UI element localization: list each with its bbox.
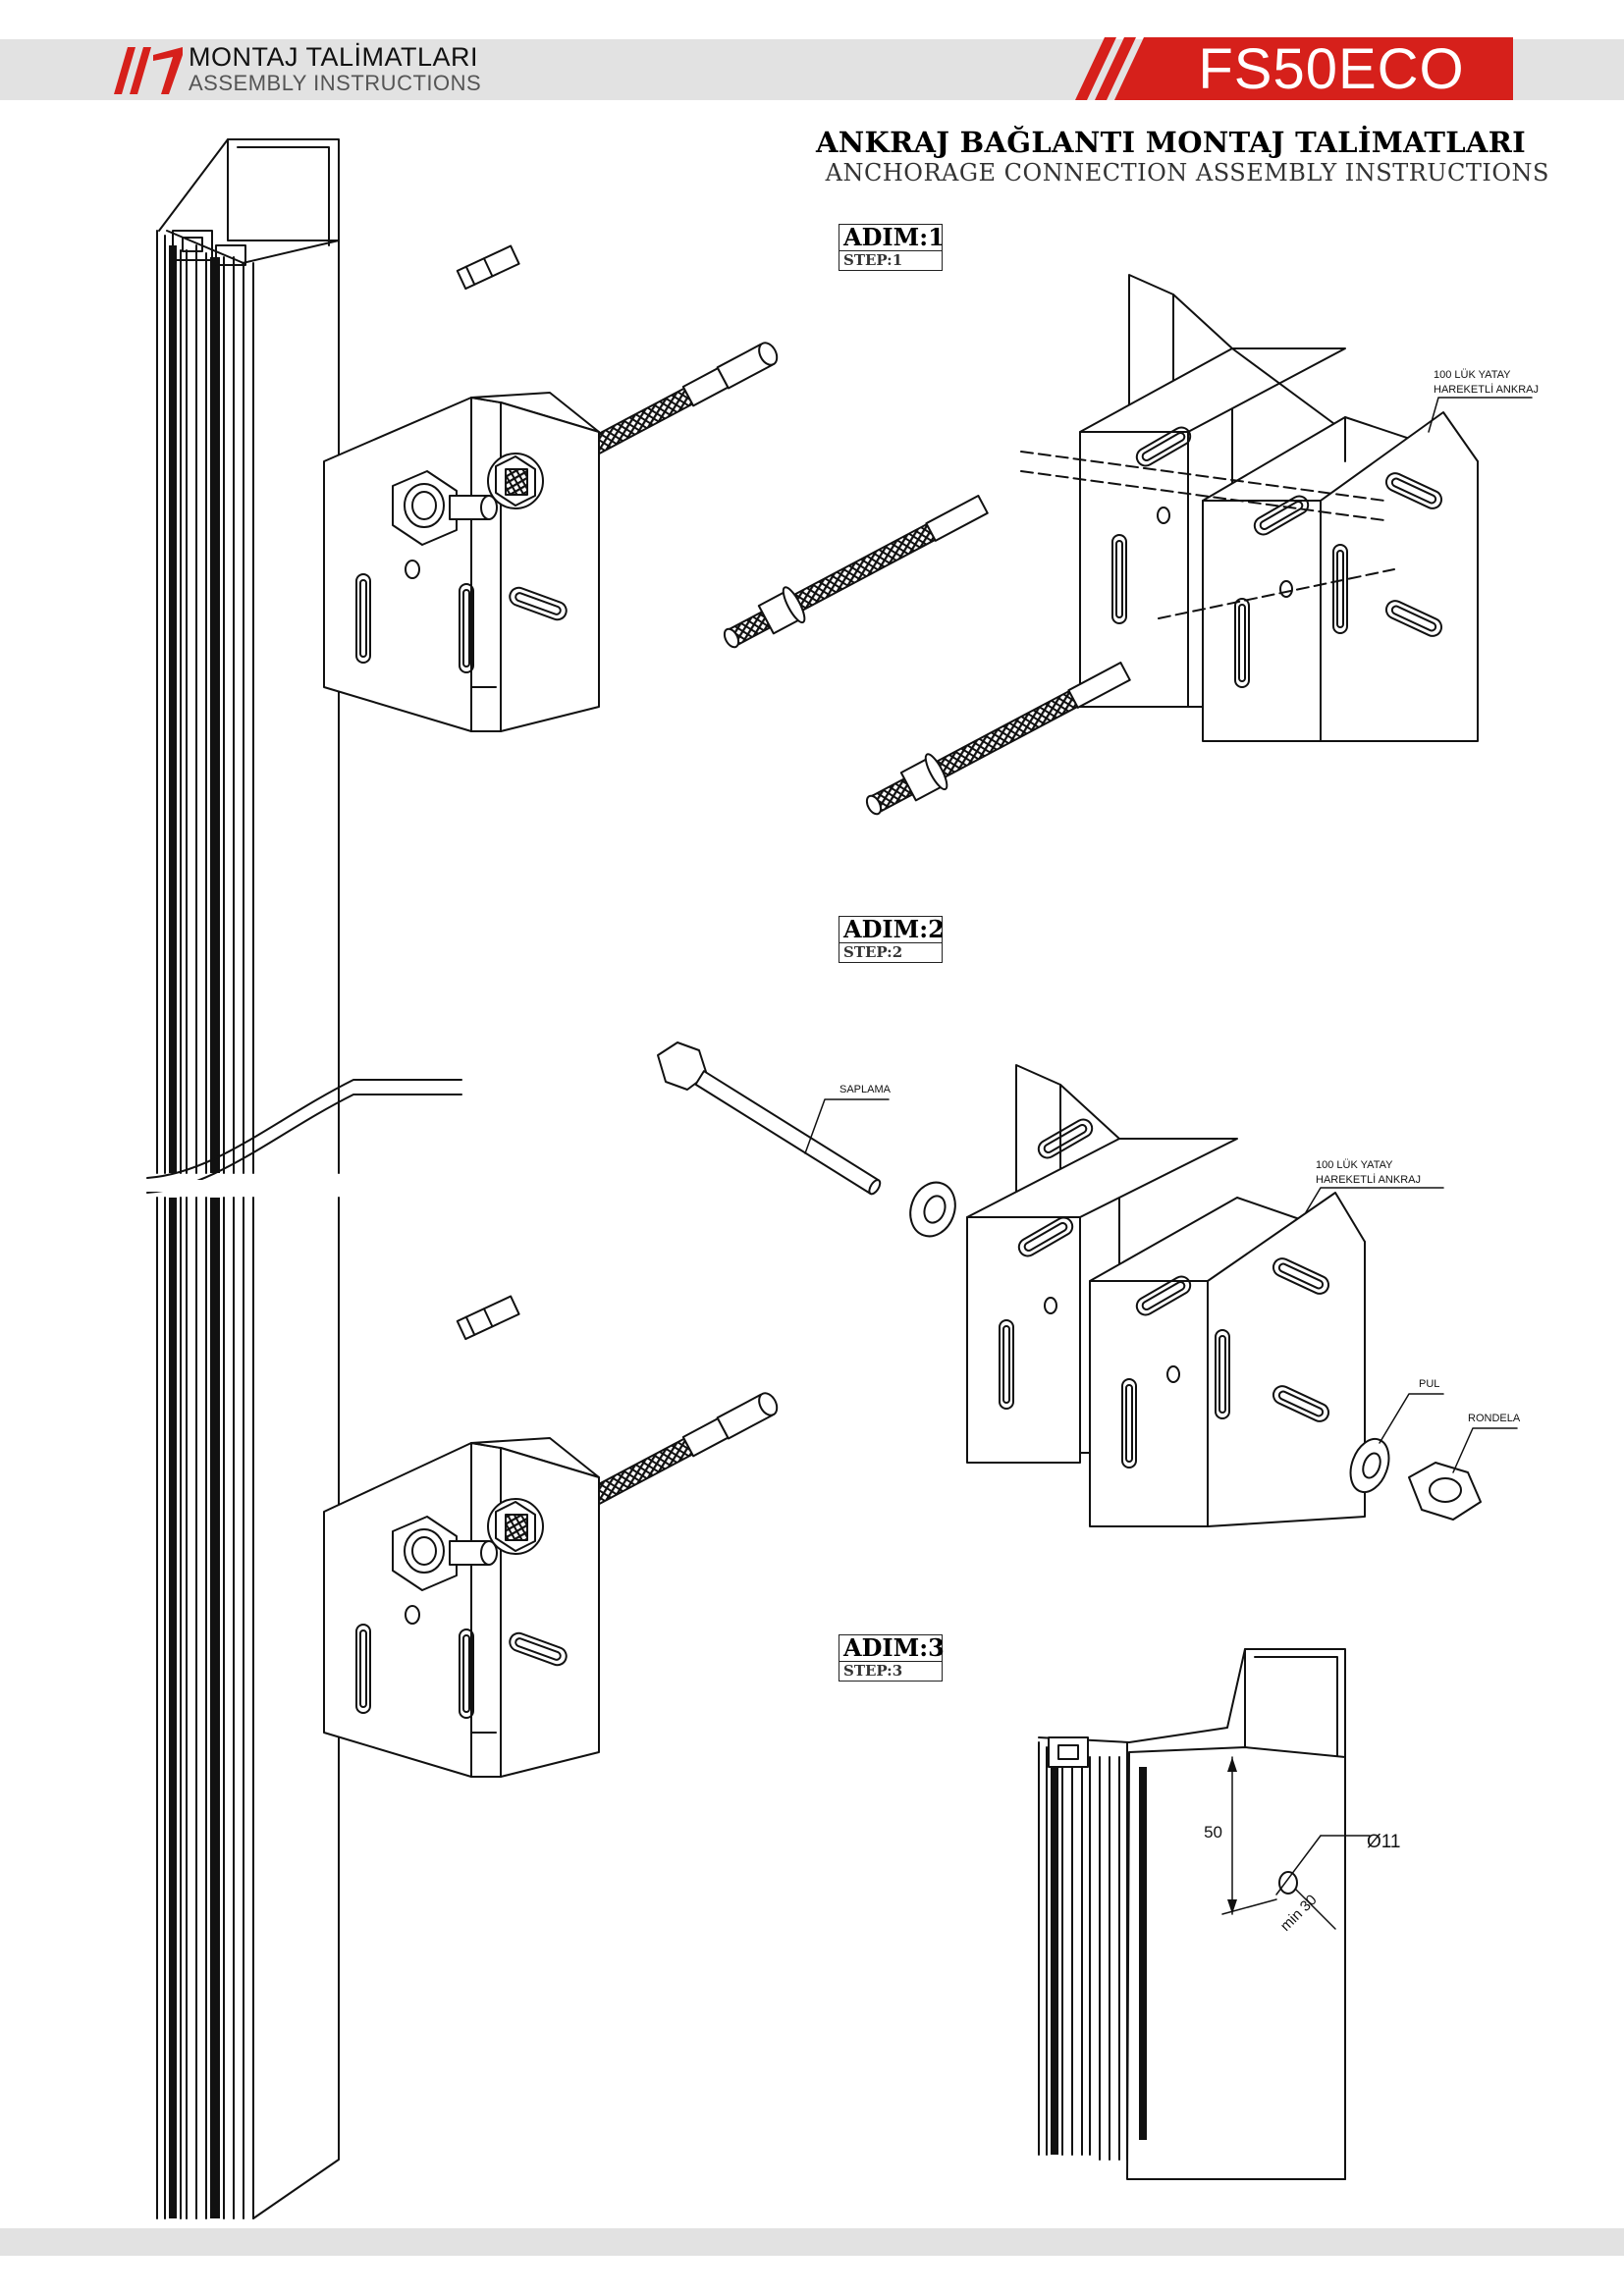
- document-subtitle: ANCHORAGE CONNECTION ASSEMBLY INSTRUCTIO…: [825, 159, 1549, 187]
- stud-label: SAPLAMA: [839, 1084, 892, 1095]
- washer-label: PUL: [1419, 1378, 1439, 1390]
- header-subtitle: ASSEMBLY INSTRUCTIONS: [189, 71, 482, 95]
- step-1-box: ADIM:1 STEP:1: [839, 224, 945, 271]
- anchor-label-line2-s1: HAREKETLİ ANKRAJ: [1434, 383, 1539, 396]
- document-title: ANKRAJ BAĞLANTI MONTAJ TALİMATLARI: [815, 126, 1526, 159]
- step-2-label-en: STEP:2: [843, 943, 903, 961]
- anchor-label-line1-s1: 100 LÜK YATAY: [1434, 369, 1511, 381]
- header-title: MONTAJ TALİMATLARI: [189, 42, 479, 72]
- step-3-label-en: STEP:3: [843, 1662, 903, 1680]
- nut-label: RONDELA: [1468, 1413, 1521, 1424]
- step-2-box: ADIM:2 STEP:2: [839, 916, 945, 963]
- step-1-label: ADIM:1: [839, 225, 945, 251]
- brand-logo: [114, 47, 183, 94]
- model-name: FS50ECO: [1198, 37, 1465, 101]
- dimension-height: 50: [1204, 1823, 1222, 1842]
- step-3-label: ADIM:3: [839, 1635, 945, 1662]
- bracket-lower: [323, 1295, 779, 1778]
- dimension-diameter: Ø11: [1367, 1832, 1401, 1852]
- footer-bar: [0, 2228, 1624, 2256]
- step-2-label: ADIM:2: [839, 917, 945, 943]
- column-profile-lower: [156, 1197, 340, 2219]
- step-1-label-en: STEP:1: [843, 251, 903, 269]
- anchor-label-line1-s2: 100 LÜK YATAY: [1316, 1159, 1393, 1171]
- column-profile: [156, 138, 340, 1174]
- bracket-upper: [323, 244, 779, 732]
- step-3-drawing: [1038, 1648, 1371, 2180]
- model-badge: [1075, 37, 1513, 100]
- step-1-drawing: [723, 274, 1533, 816]
- anchor-label-line2-s2: HAREKETLİ ANKRAJ: [1316, 1173, 1421, 1186]
- step-2-drawing: [657, 1041, 1518, 1527]
- step-3-box: ADIM:3 STEP:3: [839, 1634, 945, 1682]
